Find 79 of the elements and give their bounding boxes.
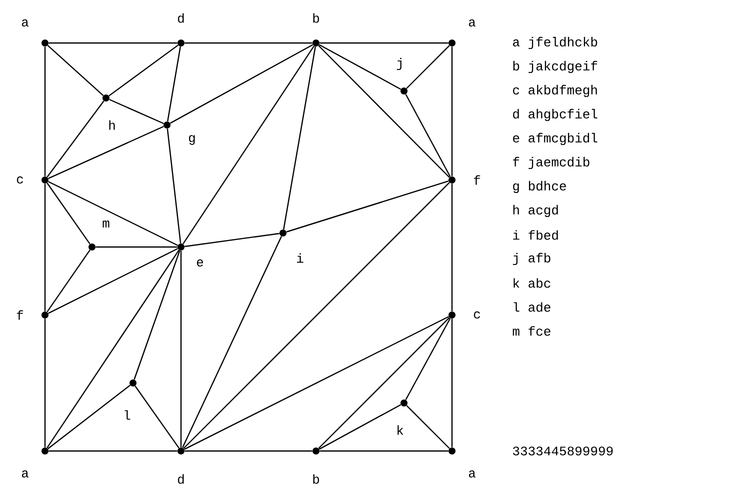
vertex-label: h (109, 120, 115, 130)
vertex-label: f (16, 310, 24, 320)
edge-line (451, 318, 453, 448)
edge-line (134, 386, 180, 448)
edge-line (406, 405, 450, 449)
edge-line (44, 46, 46, 176)
edge-line (318, 404, 402, 450)
table-row: a jfeldhckb (513, 36, 598, 50)
edge-line (166, 128, 182, 244)
vertex-label: b (313, 474, 320, 484)
table-row: e afmcgbidl (513, 132, 598, 146)
vertex-label: f (474, 175, 480, 185)
vertex-label: g (189, 135, 195, 145)
edge-line (405, 94, 451, 178)
table-row: 3333445899999 (513, 446, 613, 456)
edge-line (47, 45, 104, 96)
edge-line (48, 248, 178, 314)
edge-line (182, 46, 314, 244)
vertex-label: d (178, 13, 184, 23)
edge-line (451, 46, 453, 176)
edge-line (182, 236, 282, 448)
edge-line (320, 450, 448, 452)
edge-line (170, 44, 314, 124)
vertex-label: j (396, 58, 402, 70)
edge-line (48, 181, 178, 246)
edge-line (46, 182, 90, 244)
table-row: b jakcdgeif (513, 60, 598, 74)
table-row: c akbdfmegh (513, 84, 597, 98)
edge-line (318, 45, 450, 178)
edge-line (184, 42, 312, 44)
edge-line (48, 450, 178, 452)
edge-line (283, 46, 316, 230)
table-row: m fce (512, 326, 550, 336)
table-row: h acgd (513, 204, 558, 218)
edge-line (320, 42, 448, 44)
edge-line (108, 44, 178, 96)
vertex-label: a (468, 470, 476, 478)
vertex-label: a (468, 19, 476, 27)
vertex-label: b (313, 13, 320, 23)
table-row: j afb (512, 252, 550, 266)
edge-line (134, 250, 180, 380)
edge-line (167, 46, 181, 122)
edge-line (48, 42, 178, 44)
edge-line (318, 317, 450, 449)
edge-line (184, 450, 312, 452)
edge-line (48, 126, 164, 180)
vertex-label: i (297, 253, 304, 263)
vertex-label: m (102, 220, 110, 228)
edge-line (44, 318, 46, 448)
vertex-label: c (474, 311, 480, 319)
edge-line (405, 318, 451, 400)
edge-line (184, 232, 280, 248)
table-row: g bdhce (513, 180, 566, 194)
edge-line (44, 184, 46, 312)
vertex-label: e (196, 259, 204, 267)
edge-line (183, 182, 450, 449)
edge-line (318, 44, 402, 90)
table-row: d ahgbcfiel (513, 108, 598, 122)
vertex-label: a (22, 19, 28, 27)
edge-line (46, 100, 104, 178)
edge-line (180, 250, 182, 448)
edge-line (109, 98, 164, 124)
table-row: k abc (514, 278, 550, 288)
vertex-label: c (16, 176, 23, 184)
vertex-label: a (22, 470, 28, 478)
vertex-label: k (398, 425, 404, 435)
vertex-label: l (124, 410, 130, 420)
edge-line (286, 180, 449, 232)
table-row: f jaemcdib (513, 156, 590, 170)
edge-line (46, 250, 180, 448)
edge-line (96, 246, 178, 248)
edge-line (406, 45, 450, 89)
edge-line (48, 384, 130, 450)
edge-line (451, 184, 453, 312)
table-row: l ade (514, 302, 550, 312)
edge-line (46, 250, 90, 312)
vertex-label: d (178, 474, 184, 484)
edge-line (184, 316, 449, 450)
table-row: i fbed (513, 230, 558, 240)
